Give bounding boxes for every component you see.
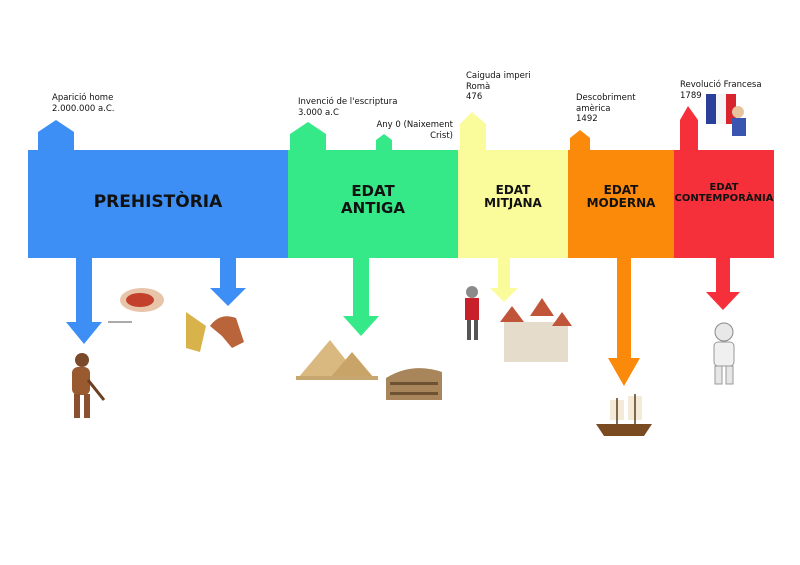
era-band-contemporania [674,150,774,258]
caveman-illustration [72,353,106,418]
caravel-ship-illustration [596,394,652,436]
arrow-mitjana [490,258,518,302]
era-band-prehistoria [28,150,288,258]
era-label-mitjana: EDAT MITJANA [484,183,542,211]
event-marker-america [570,130,590,150]
era-band-mitjana [458,150,568,258]
astronaut-illustration [713,322,735,385]
era-band-moderna [568,150,674,258]
event-descobriment-america: Descobriment amèrica 1492 [576,93,636,125]
event-marker-any0 [376,134,392,150]
cave-painting-illustration [108,288,164,323]
era-label-contemporania: EDAT CONTEMPORÀNIA [674,182,774,204]
event-aparicio-home: Aparició home 2.000.000 a.C. [52,93,115,114]
arrow-prehistoria-1 [66,258,102,344]
event-marker-revolucio [680,106,698,150]
french-flag-illustration [706,94,746,136]
era-band-antiga [288,150,458,258]
event-caiguda-roma: Caiguda imperi Romà 476 [466,71,531,103]
era-label-antiga: EDAT ANTIGA [341,182,405,217]
event-marker-aparicio [38,120,74,150]
colosseum-illustration [386,368,442,400]
horse-wheat-illustration [186,312,244,352]
arrow-contemporania [706,258,740,310]
event-any-zero: Any 0 (Naixement Crist) [376,120,453,141]
knight-illustration [465,286,479,340]
era-label-prehistoria: PREHISTÒRIA [93,192,223,212]
castle-illustration [500,298,572,362]
pyramids-illustration [296,340,378,380]
event-marker-roma [460,112,486,150]
arrow-antiga [343,258,379,336]
arrow-moderna [608,258,640,386]
era-label-moderna: EDAT MODERNA [586,183,656,211]
event-marker-escriptura [290,122,326,150]
arrow-prehistoria-2 [210,258,246,306]
event-revolucio-francesa: Revolució Francesa 1789 [680,80,762,101]
event-invencio-escriptura: Invenció de l'escriptura 3.000 a.C [298,97,398,118]
